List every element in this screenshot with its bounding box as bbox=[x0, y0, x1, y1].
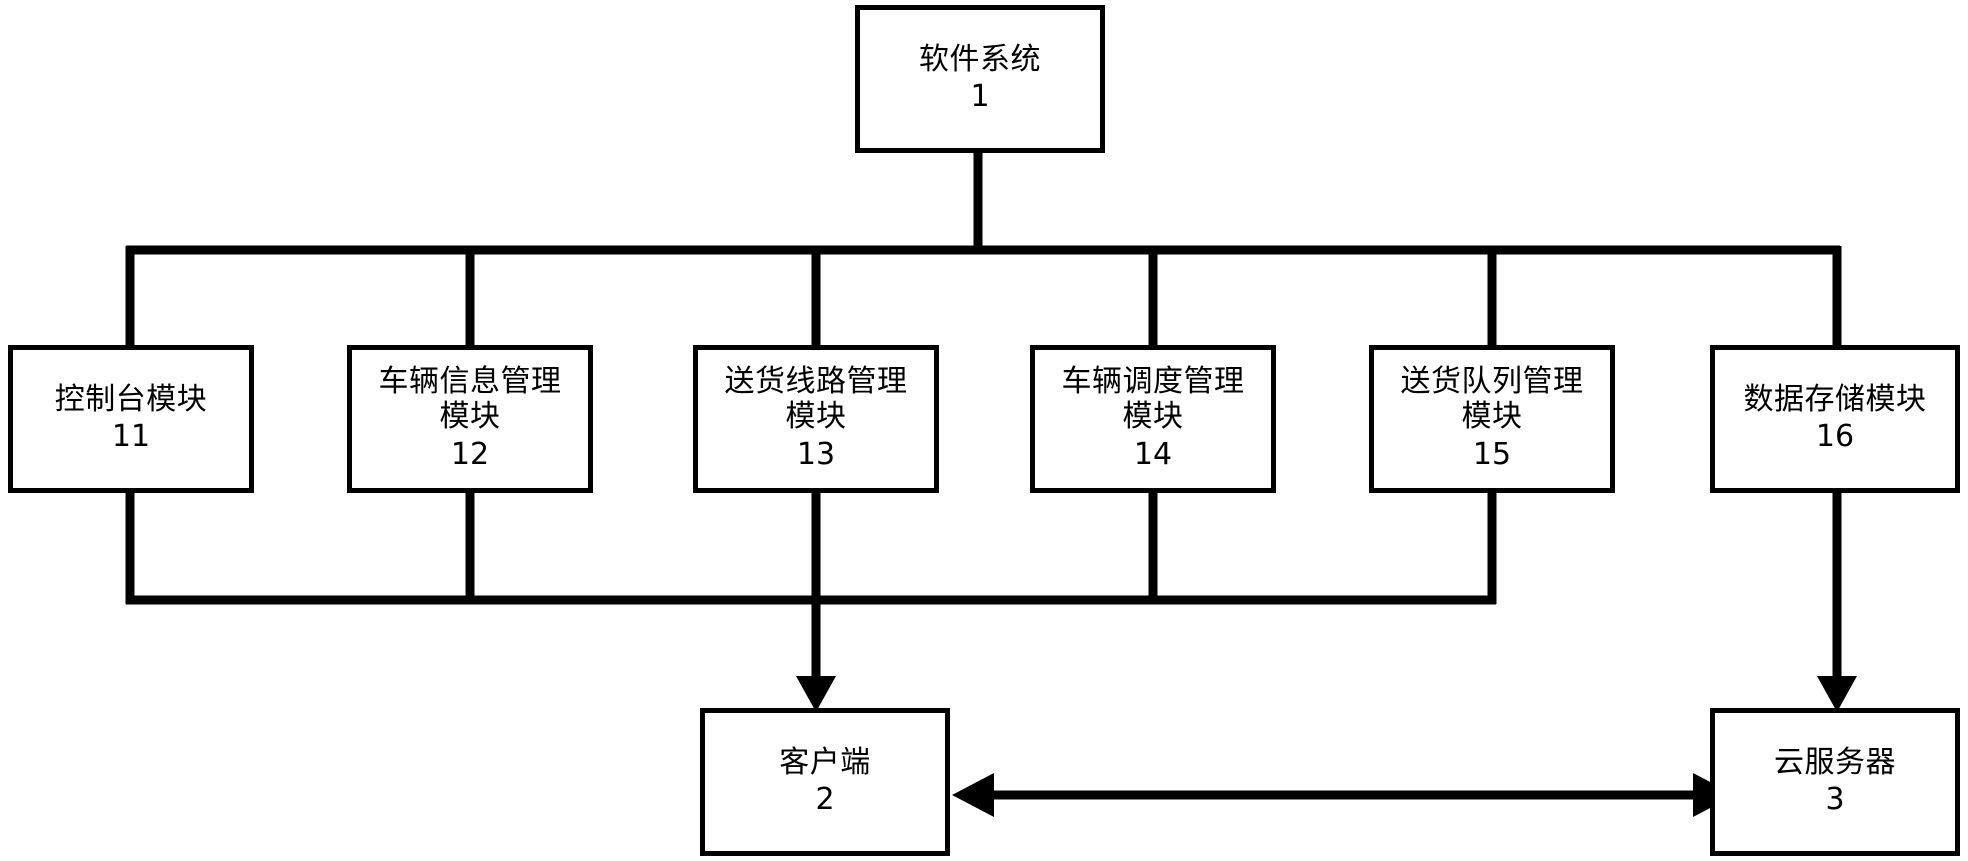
node-module-11[interactable]: 控制台模块 11 bbox=[8, 345, 254, 493]
node-module-14-number: 14 bbox=[1133, 436, 1173, 472]
node-client[interactable]: 客户端 2 bbox=[700, 708, 950, 856]
node-software-system-title: 软件系统 bbox=[919, 41, 1041, 77]
node-module-13-number: 13 bbox=[796, 436, 836, 472]
node-module-15-title: 送货队列管理 模块 bbox=[1400, 364, 1584, 434]
node-client-number: 2 bbox=[815, 782, 835, 818]
node-cloud-server-number: 3 bbox=[1825, 782, 1845, 818]
node-module-13[interactable]: 送货线路管理 模块 13 bbox=[693, 345, 939, 493]
node-module-13-title: 送货线路管理 模块 bbox=[724, 364, 908, 434]
node-module-11-title: 控制台模块 bbox=[54, 381, 208, 417]
node-software-system-number: 1 bbox=[970, 79, 990, 115]
node-software-system[interactable]: 软件系统 1 bbox=[855, 5, 1105, 153]
node-module-11-number: 11 bbox=[111, 419, 151, 455]
node-client-title: 客户端 bbox=[779, 744, 871, 780]
node-module-16-title: 数据存储模块 bbox=[1743, 381, 1927, 417]
node-module-12-number: 12 bbox=[450, 436, 490, 472]
node-cloud-server[interactable]: 云服务器 3 bbox=[1710, 708, 1960, 856]
node-module-14-title: 车辆调度管理 模块 bbox=[1061, 364, 1245, 434]
node-module-15-number: 15 bbox=[1472, 436, 1512, 472]
node-module-15[interactable]: 送货队列管理 模块 15 bbox=[1369, 345, 1615, 493]
arrowhead-client-left bbox=[952, 773, 994, 817]
node-module-16-number: 16 bbox=[1815, 419, 1855, 455]
node-module-16[interactable]: 数据存储模块 16 bbox=[1710, 345, 1960, 493]
arrowhead-cloud-server-top bbox=[1817, 676, 1857, 712]
node-module-12-title: 车辆信息管理 模块 bbox=[378, 364, 562, 434]
node-module-14[interactable]: 车辆调度管理 模块 14 bbox=[1030, 345, 1276, 493]
arrowhead-client-top bbox=[796, 676, 836, 712]
node-module-12[interactable]: 车辆信息管理 模块 12 bbox=[347, 345, 593, 493]
node-cloud-server-title: 云服务器 bbox=[1774, 744, 1896, 780]
